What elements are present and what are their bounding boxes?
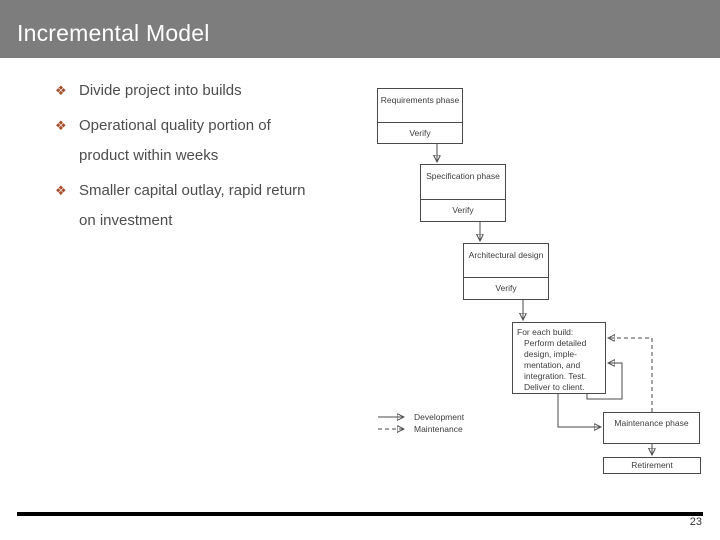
bullet-list: ❖ Divide project into builds ❖ Operation… (55, 76, 375, 241)
bullet-text: Divide project into builds (79, 76, 242, 106)
build-box-line: For each build: (517, 327, 574, 337)
slide-title: Incremental Model (17, 20, 210, 46)
requirements-phase-box: Requirements phase Verify (377, 88, 463, 144)
slide-header-bar: Incremental Model (0, 0, 720, 58)
maintenance-phase-label: Maintenance phase (614, 418, 689, 428)
build-box-line: mentation, and (524, 360, 581, 370)
architectural-verify-cell: Verify (464, 277, 548, 299)
build-box-line: Perform detailed (524, 338, 587, 348)
for-each-build-box: For each build: Perform detailed design,… (512, 322, 606, 394)
diamond-bullet-icon: ❖ (55, 118, 67, 133)
specification-verify-cell: Verify (421, 199, 505, 221)
bullet-text: Operational quality portion of product w… (79, 111, 271, 171)
retirement-label: Retirement (631, 460, 673, 470)
specification-phase-box: Specification phase Verify (420, 164, 506, 222)
bullet-line: Divide project into builds (79, 82, 242, 99)
architectural-design-label: Architectural design (468, 250, 544, 260)
bullet-item: ❖ Divide project into builds (55, 76, 375, 106)
specification-phase-label: Specification phase (426, 171, 500, 181)
arrow-build-to-maintenance (557, 394, 600, 427)
bullet-line: Smaller capital outlay, rapid return (79, 182, 306, 199)
build-box-line: Deliver to client. (524, 382, 585, 392)
legend-maintenance-label: Maintenance (414, 424, 463, 434)
bullet-text: Smaller capital outlay, rapid return on … (79, 176, 306, 236)
bullet-item: ❖ Operational quality portion of product… (55, 111, 375, 171)
diamond-bullet-icon: ❖ (55, 183, 67, 198)
retirement-box: Retirement (603, 457, 701, 474)
requirements-phase-label: Requirements phase (380, 95, 460, 105)
bullet-line: on investment (79, 212, 173, 229)
requirements-verify-cell: Verify (378, 122, 462, 143)
bullet-line: Operational quality portion of (79, 117, 271, 134)
footer-divider-line (17, 512, 703, 516)
bullet-line: product within weeks (79, 147, 219, 164)
bullet-item: ❖ Smaller capital outlay, rapid return o… (55, 176, 375, 236)
build-box-line: design, imple- (524, 349, 577, 359)
build-box-line: integration. Test. (524, 371, 587, 381)
page-number: 23 (689, 516, 702, 528)
architectural-design-box: Architectural design Verify (463, 243, 549, 300)
legend-development-label: Development (414, 412, 465, 422)
diamond-bullet-icon: ❖ (55, 83, 67, 98)
dashed-maintenance-feedback-to-build (609, 338, 653, 412)
maintenance-phase-box: Maintenance phase (603, 412, 700, 444)
